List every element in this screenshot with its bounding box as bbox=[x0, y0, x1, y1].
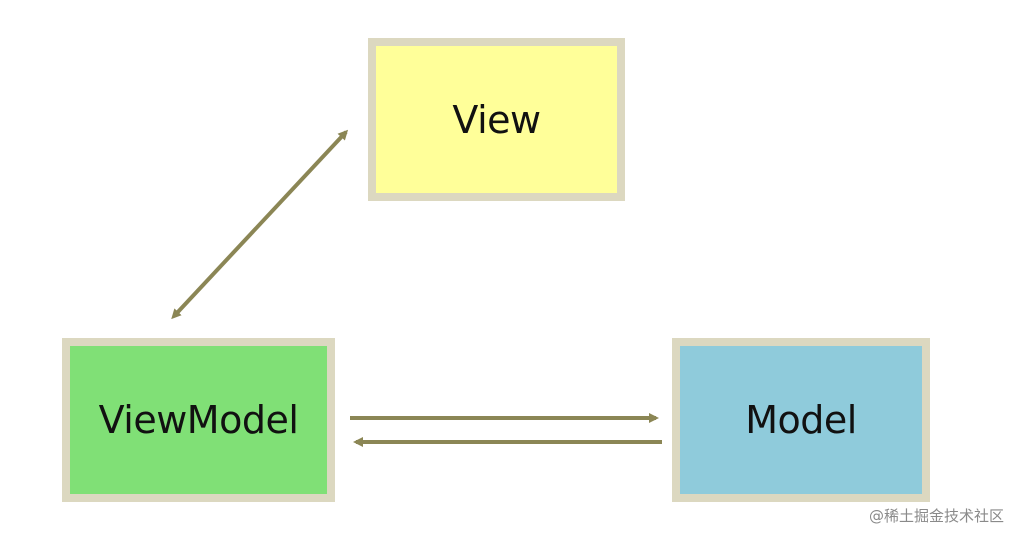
model-node: Model bbox=[672, 338, 930, 502]
view-node: View bbox=[368, 38, 625, 201]
watermark: @稀土掘金技术社区 bbox=[868, 507, 1004, 525]
viewmodel-node: ViewModel bbox=[62, 338, 335, 502]
viewmodel-node-label: ViewModel bbox=[98, 398, 299, 442]
edge-viewmodel-view-arrow bbox=[171, 129, 349, 320]
view-node-label: View bbox=[452, 97, 541, 142]
model-node-label: Model bbox=[745, 398, 857, 442]
